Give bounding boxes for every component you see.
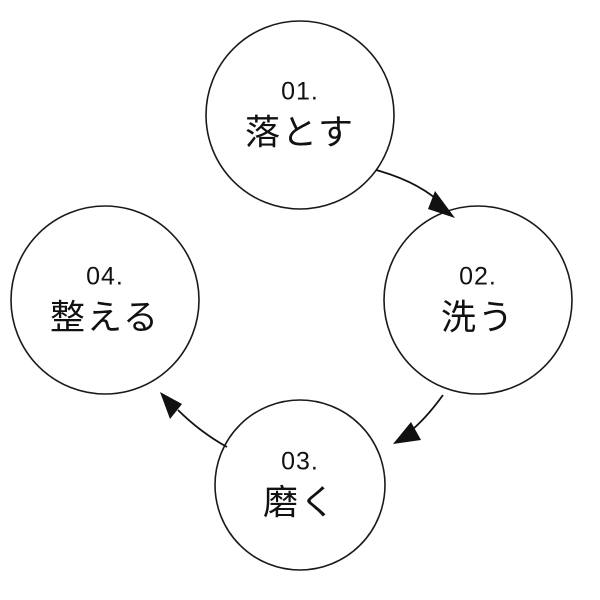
arrow-03-to-04-line xyxy=(177,409,228,448)
arrow-03-to-04 xyxy=(160,392,228,448)
arrow-02-to-03 xyxy=(393,394,444,444)
node-circle-02[interactable] xyxy=(383,205,573,395)
node-circle-03[interactable] xyxy=(214,399,386,571)
arrow-03-to-04-head xyxy=(160,392,182,419)
node-circle-04[interactable] xyxy=(10,205,200,395)
arrow-01-to-02 xyxy=(375,169,455,218)
arrow-02-to-03-head xyxy=(393,422,421,444)
node-circle-01[interactable] xyxy=(205,20,395,210)
arrow-01-to-02-head xyxy=(428,191,455,218)
